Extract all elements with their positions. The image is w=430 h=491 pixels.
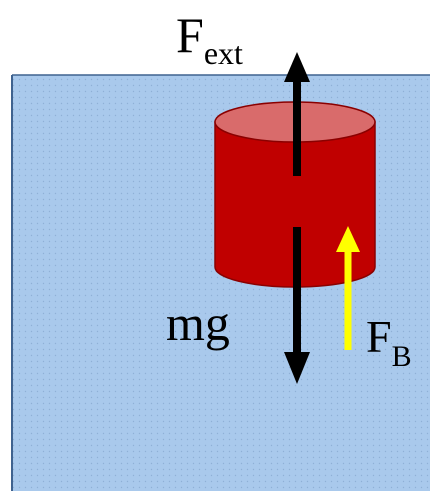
buoyancy-force-subscript: B <box>392 340 412 373</box>
weight-label: mg <box>166 295 230 351</box>
buoyancy-force-arrow <box>336 226 360 350</box>
buoyancy-force-label: FB <box>366 311 412 373</box>
external-force-arrow <box>284 52 310 176</box>
weight-force-arrow <box>284 227 310 384</box>
external-force-label: Fext <box>176 7 243 71</box>
buoyancy-force-symbol: F <box>366 311 392 362</box>
external-force-subscript: ext <box>204 35 243 71</box>
external-force-symbol: F <box>176 7 204 63</box>
